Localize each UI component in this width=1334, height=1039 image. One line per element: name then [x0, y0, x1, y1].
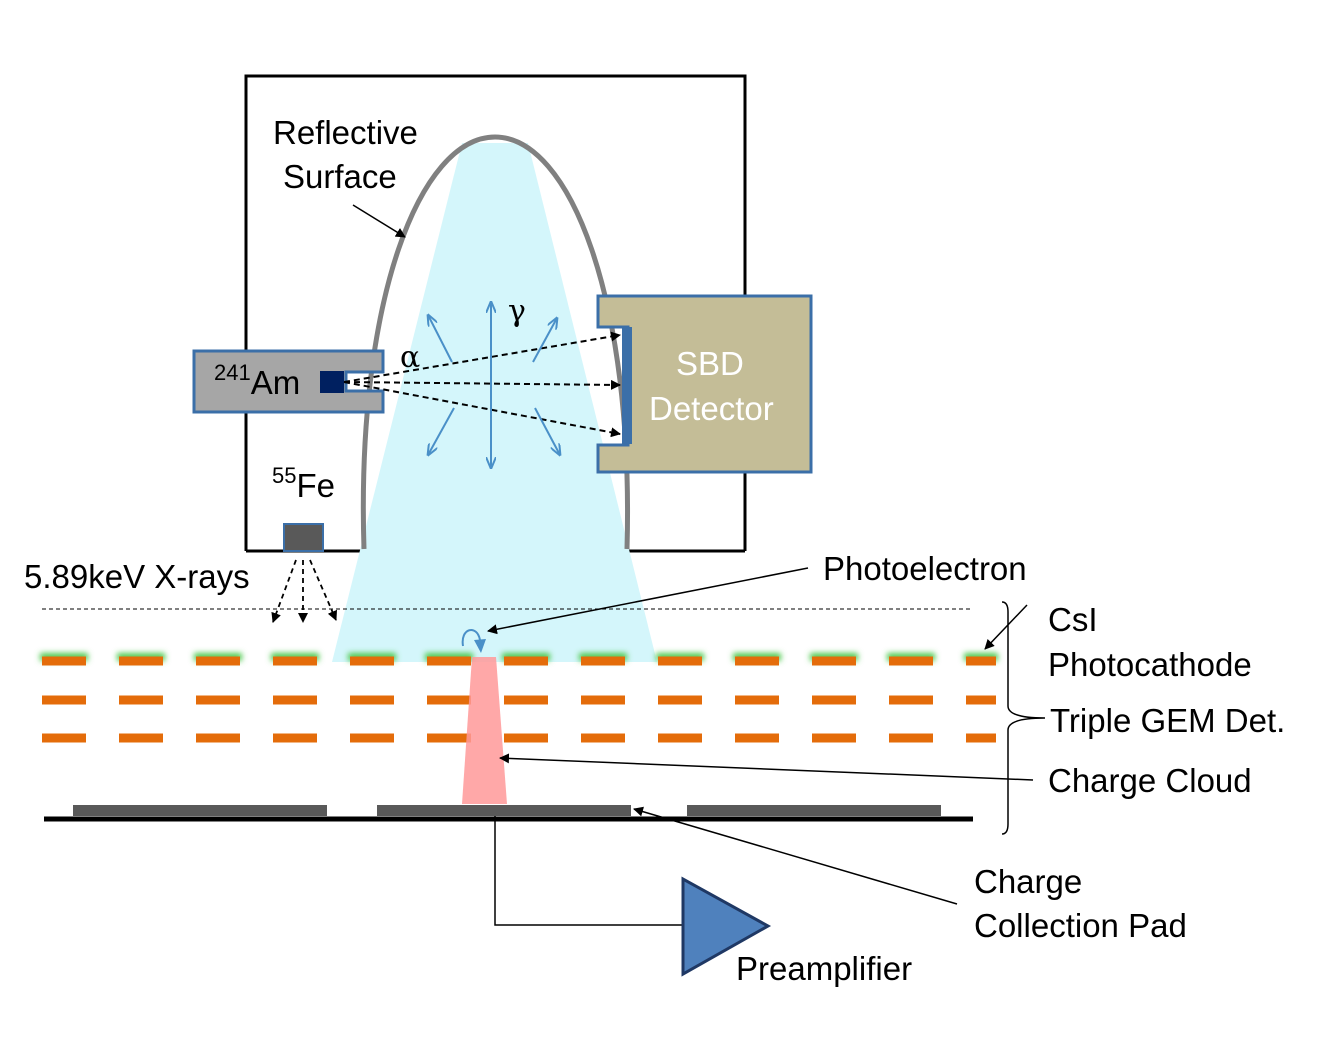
gem-foil-segment — [196, 733, 240, 743]
am-source-label: 241Am — [214, 361, 300, 406]
gem-foil-segment — [581, 656, 625, 666]
csi-label-1: CsI — [1048, 601, 1098, 638]
gem-foil-segment — [350, 656, 394, 666]
gem-foil-segment — [966, 656, 996, 666]
sbd-label-1: SBD — [676, 345, 744, 382]
gem-foil-segment — [735, 695, 779, 705]
fe-mass-number: 55 — [272, 463, 297, 488]
gem-foil-segment — [966, 733, 996, 743]
gem-foil-segment — [119, 695, 163, 705]
scintillation-light-cone — [332, 143, 657, 662]
charge-cloud — [462, 657, 507, 804]
gem-foil-segment — [273, 695, 317, 705]
gem-foil-segment — [889, 733, 933, 743]
sbd-label-2: Detector — [649, 390, 774, 427]
triple-gem-foils — [40, 653, 998, 743]
reflective-surface-label-2: Surface — [283, 158, 397, 195]
sbd-sensor-face — [622, 327, 632, 444]
gem-foil-segment — [427, 695, 471, 705]
gem-foil-segment — [119, 656, 163, 666]
gem-foil-segment — [350, 695, 394, 705]
gem-foil-segment — [427, 733, 471, 743]
gem-foil-segment — [196, 695, 240, 705]
fe-source-label: 55Fe — [272, 464, 335, 509]
alpha-label: α — [400, 340, 421, 375]
preamplifier-symbol — [681, 876, 772, 977]
photoelectron-label: Photoelectron — [823, 550, 1027, 587]
gem-foil-segment — [889, 695, 933, 705]
am-source-holder — [192, 349, 385, 414]
gem-foil-segment — [658, 656, 702, 666]
gem-foil-segment — [812, 695, 856, 705]
reflective-surface-label-1: Reflective — [273, 114, 418, 151]
collection-pad-label-2: Collection Pad — [974, 907, 1187, 944]
gem-foil-segment — [42, 656, 86, 666]
triple-gem-label: Triple GEM Det. — [1050, 702, 1286, 739]
gem-foil-segment — [735, 733, 779, 743]
fe-symbol: Fe — [296, 467, 335, 504]
collection-pad-label-1: Charge — [974, 863, 1083, 900]
gem-foil-segment — [42, 695, 86, 705]
preamplifier-label: Preamplifier — [736, 950, 913, 987]
signal-wire — [494, 816, 683, 926]
gem-foil-segment — [658, 695, 702, 705]
gem-foil-segment — [735, 656, 779, 666]
gem-foil-segment — [196, 656, 240, 666]
gem-foil-segment — [658, 733, 702, 743]
collection-pad-center — [377, 805, 631, 816]
sbd-detector-body — [596, 294, 813, 474]
gem-foil-segment — [427, 656, 471, 666]
collection-pad-right — [687, 805, 941, 816]
light-emission-arrows — [428, 302, 560, 468]
gem-foil-segment — [273, 733, 317, 743]
xray-label: 5.89keV X-rays — [24, 558, 250, 595]
gem-foil-segment — [581, 695, 625, 705]
am-source — [320, 371, 344, 393]
csi-label-2: Photocathode — [1048, 646, 1252, 683]
callout-lines — [352, 204, 1034, 905]
photoelectron-track — [461, 629, 481, 647]
photoelectron-arrowhead — [474, 639, 486, 653]
xray-tracks — [271, 559, 338, 623]
gem-foil-segment — [504, 733, 548, 743]
gamma-label: γ — [508, 294, 526, 329]
gem-foil-segment — [812, 656, 856, 666]
gem-foil-segment — [42, 733, 86, 743]
gem-foil-segment — [504, 695, 548, 705]
am-symbol: Am — [250, 364, 301, 401]
gem-foil-segment — [889, 656, 933, 666]
am-mass-number: 241 — [214, 360, 251, 385]
gem-foil-segment — [119, 733, 163, 743]
triple-gem-brace — [1001, 601, 1046, 835]
gem-foil-segment — [581, 733, 625, 743]
gem-foil-segment — [812, 733, 856, 743]
alpha-particle-tracks — [343, 331, 621, 438]
collection-pad-left — [73, 805, 327, 816]
gem-foil-segment — [350, 733, 394, 743]
gem-foil-segment — [504, 656, 548, 666]
gem-foil-segment — [966, 695, 996, 705]
gem-foil-segment — [273, 656, 317, 666]
fe-source — [283, 523, 324, 552]
charge-cloud-label: Charge Cloud — [1048, 762, 1252, 799]
